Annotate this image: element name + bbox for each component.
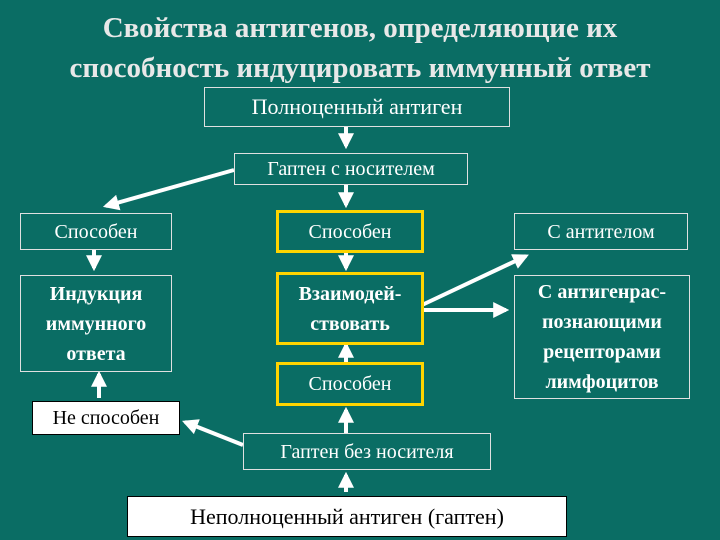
full-antigen-box: Полноценный антиген [204,87,510,127]
title-line-2: способность индуцировать иммунный ответ [69,52,651,84]
arrow-hapten-to-left [102,168,235,211]
mid-capable-box: Способен [276,210,424,253]
hapten-carrier-box: Гаптен с носителем [234,153,468,185]
hapten-no-carrier-box: Гаптен без носителя [243,433,491,470]
arrow-nocarrier-to-notcapable [182,419,244,447]
incomplete-antigen-box: Неполноценный антиген (гаптен) [127,496,567,537]
left-capable-box: Способен [20,213,172,250]
right-antibody-box: С антителом [514,213,688,250]
diagram-title: Свойства антигенов, определяющие их спос… [0,8,720,88]
interact-box: Взаимодей-ствовать [276,272,424,345]
arrow-interact-to-antibody [421,254,529,307]
induction-box: Индукция иммунного ответа [20,275,172,372]
receptors-box: С антигенрас-познающими рецепторами лимф… [514,275,690,399]
title-line-1: Свойства антигенов, определяющие их [102,12,618,44]
mid-capable2-box: Способен [276,362,424,406]
not-capable-box: Не способен [32,401,180,435]
